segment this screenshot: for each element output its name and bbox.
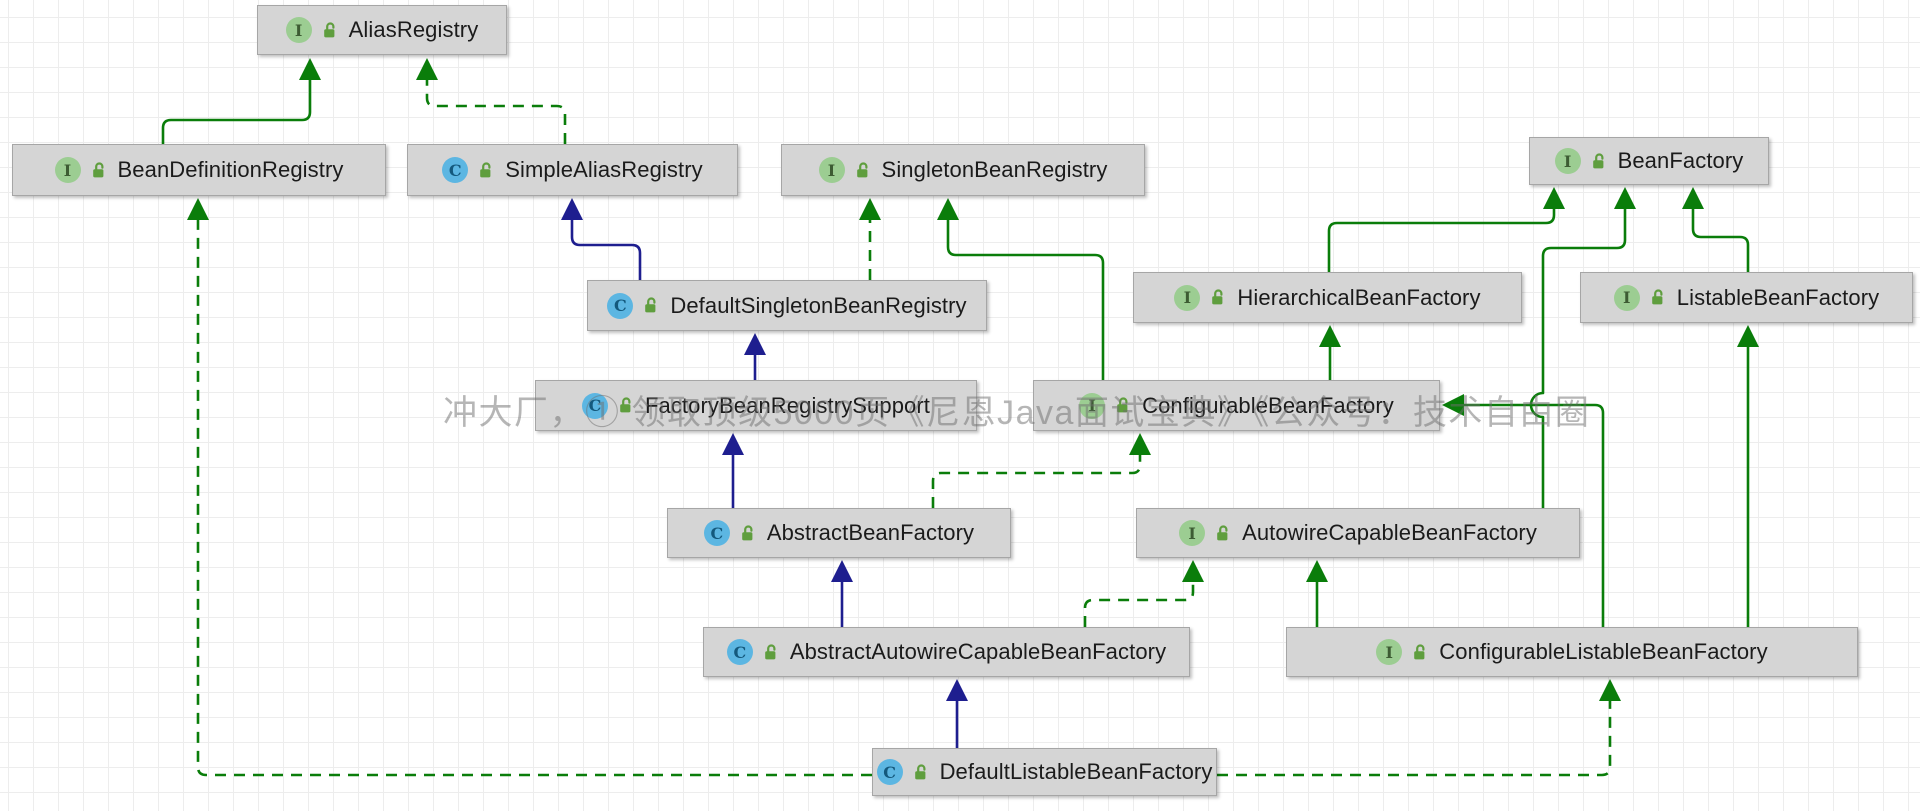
open-lock-icon xyxy=(1592,152,1604,168)
interface-icon: I xyxy=(1179,520,1206,546)
uml-node-BeanDefinitionRegistry[interactable]: I BeanDefinitionRegistry xyxy=(12,144,386,196)
edge-HierarchicalBeanFactory-extends-BeanFactory xyxy=(1327,209,1556,272)
node-label: DefaultSingletonBeanRegistry xyxy=(670,292,967,318)
uml-node-DefaultListableBeanFactory[interactable]: C DefaultListableBeanFactory xyxy=(872,748,1217,796)
uml-node-FactoryBeanRegistrySupport[interactable]: C FactoryBeanRegistrySupport xyxy=(535,380,977,431)
class-icon: C xyxy=(607,292,634,319)
arrowhead-ConfigurableBeanFactory xyxy=(1129,433,1151,455)
arrowhead-AbstractBeanFactory xyxy=(831,560,853,582)
uml-node-HierarchicalBeanFactory[interactable]: I HierarchicalBeanFactory xyxy=(1133,272,1522,323)
open-lock-icon xyxy=(856,161,868,177)
open-lock-icon xyxy=(323,21,335,37)
edge-ConfigurableBeanFactory-extends-SingletonBeanRegistry xyxy=(946,220,1105,380)
node-label: DefaultListableBeanFactory xyxy=(939,759,1213,784)
node-label: AutowireCapableBeanFactory xyxy=(1242,520,1537,545)
open-lock-icon xyxy=(914,763,926,779)
class-icon: C xyxy=(876,759,903,785)
open-lock-icon xyxy=(645,297,656,313)
open-lock-icon xyxy=(1212,289,1223,305)
arrowhead-BeanFactory xyxy=(1614,187,1636,209)
edge-SimpleAliasRegistry-implements-AliasRegistry xyxy=(425,80,567,144)
interface-icon: I xyxy=(1174,284,1201,311)
node-label: SimpleAliasRegistry xyxy=(505,157,703,182)
uml-node-SimpleAliasRegistry[interactable]: C SimpleAliasRegistry xyxy=(407,144,738,196)
node-label: ConfigurableListableBeanFactory xyxy=(1439,639,1768,664)
arrowhead-BeanFactory xyxy=(1543,187,1565,209)
interface-icon: I xyxy=(1554,148,1581,174)
open-lock-icon xyxy=(92,161,103,177)
node-label: HierarchicalBeanFactory xyxy=(1237,284,1481,310)
class-icon: C xyxy=(581,392,608,419)
arrowhead-AutowireCapableBeanFactory xyxy=(1306,560,1328,582)
uml-node-AliasRegistry[interactable]: I AliasRegistry xyxy=(257,5,507,55)
arrowhead-FactoryBeanRegistrySupport xyxy=(722,433,744,455)
uml-node-AutowireCapableBeanFactory[interactable]: I AutowireCapableBeanFactory xyxy=(1136,508,1580,558)
edge-AutowireCapableBeanFactory-extends-BeanFactory xyxy=(1529,209,1627,508)
edge-BeanDefinitionRegistry-extends-AliasRegistry xyxy=(161,80,312,144)
open-lock-icon xyxy=(1217,524,1228,540)
uml-node-ListableBeanFactory[interactable]: I ListableBeanFactory xyxy=(1580,272,1913,323)
node-label: BeanDefinitionRegistry xyxy=(117,157,344,182)
arrowhead-DefaultSingletonBeanRegistry xyxy=(744,333,766,355)
arrowhead-BeanDefinitionRegistry xyxy=(187,198,209,220)
edge-DefaultListableBeanFactory-implements-ConfigurableListableBeanFactory xyxy=(1217,701,1612,777)
interface-icon: I xyxy=(1376,639,1403,665)
interface-icon: I xyxy=(1613,284,1640,311)
node-label: SingletonBeanRegistry xyxy=(881,157,1108,182)
edge-AbstractBeanFactory-implements-ConfigurableBeanFactory xyxy=(931,455,1142,508)
arrowhead-SingletonBeanRegistry xyxy=(859,198,881,220)
node-label: BeanFactory xyxy=(1617,148,1744,173)
open-lock-icon xyxy=(1414,643,1425,659)
uml-node-SingletonBeanRegistry[interactable]: I SingletonBeanRegistry xyxy=(781,144,1145,196)
arrowhead-AbstractAutowireCapableBeanFactory xyxy=(946,679,968,701)
uml-node-ConfigurableBeanFactory[interactable]: I ConfigurableBeanFactory xyxy=(1033,380,1440,431)
uml-node-AbstractAutowireCapableBeanFactory[interactable]: C AbstractAutowireCapableBeanFactory xyxy=(703,627,1190,677)
interface-icon: I xyxy=(818,157,845,183)
edge-DefaultSingletonBeanRegistry-extends-SimpleAliasRegistry xyxy=(570,220,642,280)
open-lock-icon xyxy=(765,643,776,659)
uml-node-AbstractBeanFactory[interactable]: C AbstractBeanFactory xyxy=(667,508,1011,558)
arrowhead-SimpleAliasRegistry xyxy=(561,198,583,220)
edge-ListableBeanFactory-extends-BeanFactory xyxy=(1691,209,1750,272)
open-lock-icon xyxy=(742,524,753,540)
arrowhead-SingletonBeanRegistry xyxy=(937,198,959,220)
node-label: AbstractAutowireCapableBeanFactory xyxy=(789,639,1167,664)
arrowhead-AliasRegistry xyxy=(416,58,438,80)
open-lock-icon xyxy=(1117,397,1128,413)
uml-node-DefaultSingletonBeanRegistry[interactable]: C DefaultSingletonBeanRegistry xyxy=(587,280,987,331)
interface-icon: I xyxy=(1079,392,1106,419)
arrowhead-ListableBeanFactory xyxy=(1737,325,1759,347)
edge-DefaultListableBeanFactory-implements-BeanDefinitionRegistry xyxy=(196,220,872,777)
class-icon: C xyxy=(726,639,753,665)
open-lock-icon xyxy=(1651,289,1663,305)
node-label: AbstractBeanFactory xyxy=(766,520,975,545)
arrowhead-ConfigurableListableBeanFactory xyxy=(1599,679,1621,701)
arrowhead-AutowireCapableBeanFactory xyxy=(1182,560,1204,582)
interface-icon: I xyxy=(54,157,81,183)
arrowhead-BeanFactory xyxy=(1682,187,1704,209)
class-icon: C xyxy=(703,520,730,546)
arrowhead-HierarchicalBeanFactory xyxy=(1319,325,1341,347)
arrowhead-ConfigurableBeanFactory xyxy=(1442,394,1464,416)
open-lock-icon xyxy=(480,161,491,177)
class-icon: C xyxy=(442,157,469,183)
node-label: ConfigurableBeanFactory xyxy=(1142,392,1394,418)
arrowhead-AliasRegistry xyxy=(299,58,321,80)
node-label: AliasRegistry xyxy=(348,17,479,42)
edge-AbstractAutowireCapableBeanFactory-implements-AutowireCapableBeanFactory xyxy=(1083,582,1195,627)
interface-icon: I xyxy=(285,17,312,43)
edge-ConfigurableListableBeanFactory-extends-ConfigurableBeanFactory xyxy=(1464,403,1605,627)
node-label: FactoryBeanRegistrySupport xyxy=(644,392,931,418)
uml-node-BeanFactory[interactable]: I BeanFactory xyxy=(1529,137,1769,185)
uml-node-ConfigurableListableBeanFactory[interactable]: I ConfigurableListableBeanFactory xyxy=(1286,627,1858,677)
open-lock-icon xyxy=(620,397,631,413)
node-label: ListableBeanFactory xyxy=(1676,284,1880,310)
